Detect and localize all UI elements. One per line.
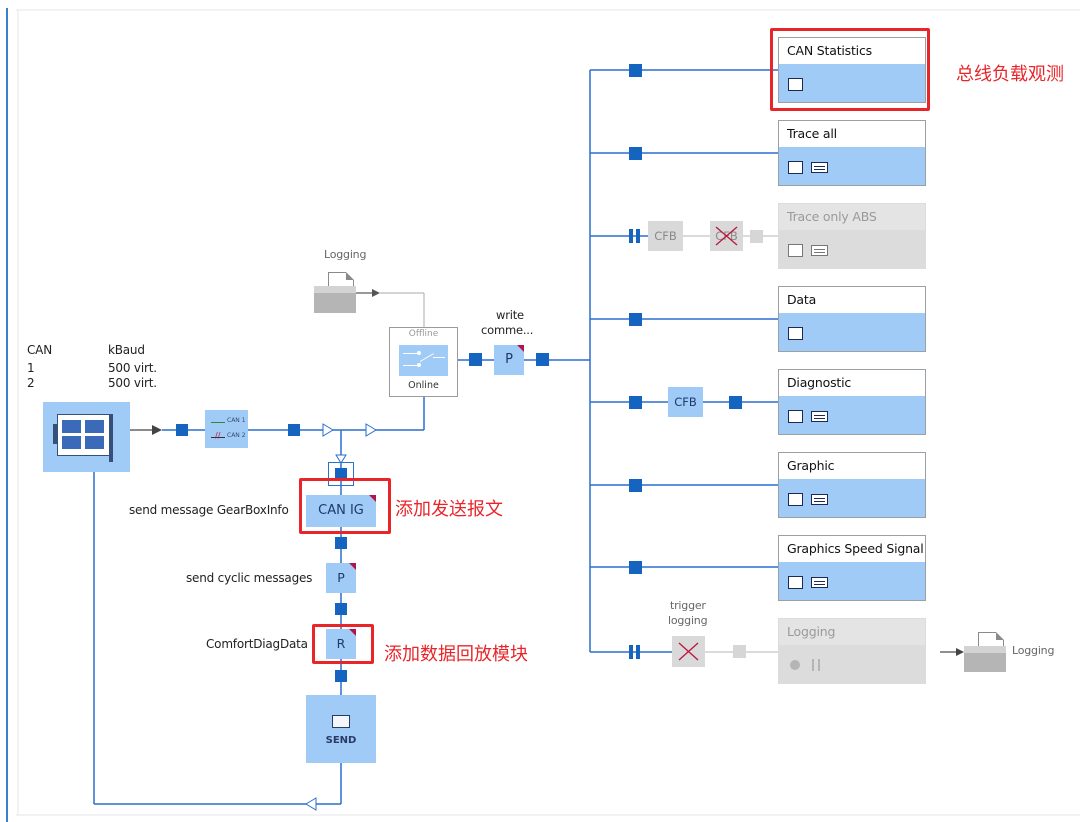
network-card-icon (57, 414, 111, 456)
write-label-line2: comme... (481, 323, 534, 337)
highlight-can-statistics (770, 28, 930, 111)
connection-node[interactable] (629, 479, 642, 492)
disabled-node (750, 230, 763, 243)
pause-icon (812, 659, 814, 671)
highlight-can-ig (299, 478, 391, 534)
replay-label: ComfortDiagData (206, 637, 308, 651)
break-node[interactable] (629, 645, 633, 659)
window-trace-only-abs[interactable]: Trace only ABS (778, 203, 926, 269)
options-icon (811, 577, 828, 588)
data-icon (788, 327, 803, 340)
trigger-label-line1: trigger (670, 599, 706, 612)
logging-source-icon[interactable] (314, 272, 356, 313)
trace-icon (788, 410, 803, 423)
can-ig-block[interactable]: CAN IG (306, 495, 376, 527)
send-block[interactable]: SEND (306, 695, 376, 763)
trace-icon (788, 161, 803, 174)
window-title: Logging (787, 624, 836, 639)
window-title: Data (787, 292, 817, 307)
window-title: Graphic (787, 458, 835, 473)
window-logging[interactable]: Logging (778, 618, 926, 684)
connection-node[interactable] (335, 537, 347, 549)
window-title: Trace only ABS (787, 209, 877, 224)
online-offline-switch[interactable]: Offline Online (389, 327, 458, 397)
window-can-statistics[interactable]: CAN Statistics (778, 37, 926, 103)
crossed-out-icon (678, 642, 699, 661)
connection-node[interactable] (536, 353, 549, 366)
options-icon (811, 245, 828, 256)
hardware-baud-2: 500 virt. (108, 376, 157, 390)
window-graphic[interactable]: Graphic (778, 452, 926, 518)
disabled-node (733, 645, 746, 658)
graphic-icon (788, 493, 803, 506)
send-label: SEND (325, 735, 357, 746)
replay-block[interactable]: R (326, 629, 356, 659)
crossed-out-icon (715, 226, 738, 246)
switch-icon (399, 345, 448, 376)
write-program-block[interactable]: P (494, 345, 524, 375)
online-label: Online (408, 380, 439, 391)
hardware-baud-1: 500 virt. (108, 361, 157, 375)
options-icon (811, 494, 828, 505)
cfb-filter-block[interactable]: CFB (668, 387, 703, 417)
envelope-icon (332, 715, 350, 728)
window-graphics-speed-signal[interactable]: Graphics Speed Signal (778, 535, 926, 601)
connection-node[interactable] (629, 313, 642, 326)
statistics-icon (788, 78, 803, 91)
break-node[interactable] (636, 645, 640, 659)
hardware-can-header: CAN (27, 343, 52, 357)
connection-node[interactable] (335, 670, 347, 682)
connection-node[interactable] (335, 603, 347, 615)
options-icon (811, 411, 828, 422)
logging-output-label: Logging (1012, 644, 1055, 657)
break-node[interactable] (629, 229, 633, 243)
annotation-bus-load: 总线负载观测 (956, 64, 1064, 85)
hardware-channel-2: 2 (27, 376, 35, 390)
trigger-label-line2: logging (668, 614, 708, 627)
cyclic-program-block[interactable]: P (326, 563, 356, 593)
cfb-filter-block-disabled[interactable]: CFB (648, 221, 683, 251)
connection-node[interactable] (729, 396, 742, 409)
write-label-line1: write (496, 308, 524, 322)
cyclic-label: send cyclic messages (186, 571, 313, 585)
channel-filter-can1: CAN 1 (227, 417, 246, 424)
trigger-logging-block[interactable] (672, 636, 705, 667)
break-node[interactable] (636, 229, 640, 243)
connection-node[interactable] (629, 64, 642, 77)
options-icon (811, 162, 828, 173)
hardware-baud-header: kBaud (108, 343, 145, 357)
record-icon (790, 660, 800, 670)
connection-node[interactable] (629, 561, 642, 574)
connection-node[interactable] (629, 147, 642, 160)
connection-node[interactable] (176, 424, 188, 436)
logging-output-icon[interactable] (964, 632, 1006, 672)
connection-node[interactable] (469, 353, 482, 366)
channel-filter-can2: CAN 2 (227, 432, 246, 439)
window-trace-all[interactable]: Trace all (778, 120, 926, 186)
canig-label: send message GearBoxInfo (129, 503, 289, 517)
trace-icon (788, 244, 803, 257)
window-title: Diagnostic (787, 375, 852, 390)
hardware-interface-block[interactable] (43, 402, 130, 472)
connection-node[interactable] (629, 396, 642, 409)
window-title: Graphics Speed Signal (787, 541, 924, 556)
channel-filter-block[interactable]: CAN 1 // CAN 2 (205, 410, 248, 448)
insertion-point[interactable] (328, 462, 354, 486)
offline-label: Offline (408, 329, 439, 339)
hardware-channel-1: 1 (27, 361, 35, 375)
connection-node[interactable] (288, 424, 300, 436)
window-title: Trace all (787, 126, 837, 141)
window-title: CAN Statistics (787, 43, 872, 58)
highlight-replay (312, 624, 374, 664)
window-diagnostic[interactable]: Diagnostic (778, 369, 926, 435)
logging-source-label: Logging (324, 248, 367, 261)
annotation-add-replay: 添加数据回放模块 (384, 644, 528, 665)
window-data[interactable]: Data (778, 286, 926, 352)
annotation-add-send: 添加发送报文 (395, 499, 503, 520)
graphic-icon (788, 576, 803, 589)
